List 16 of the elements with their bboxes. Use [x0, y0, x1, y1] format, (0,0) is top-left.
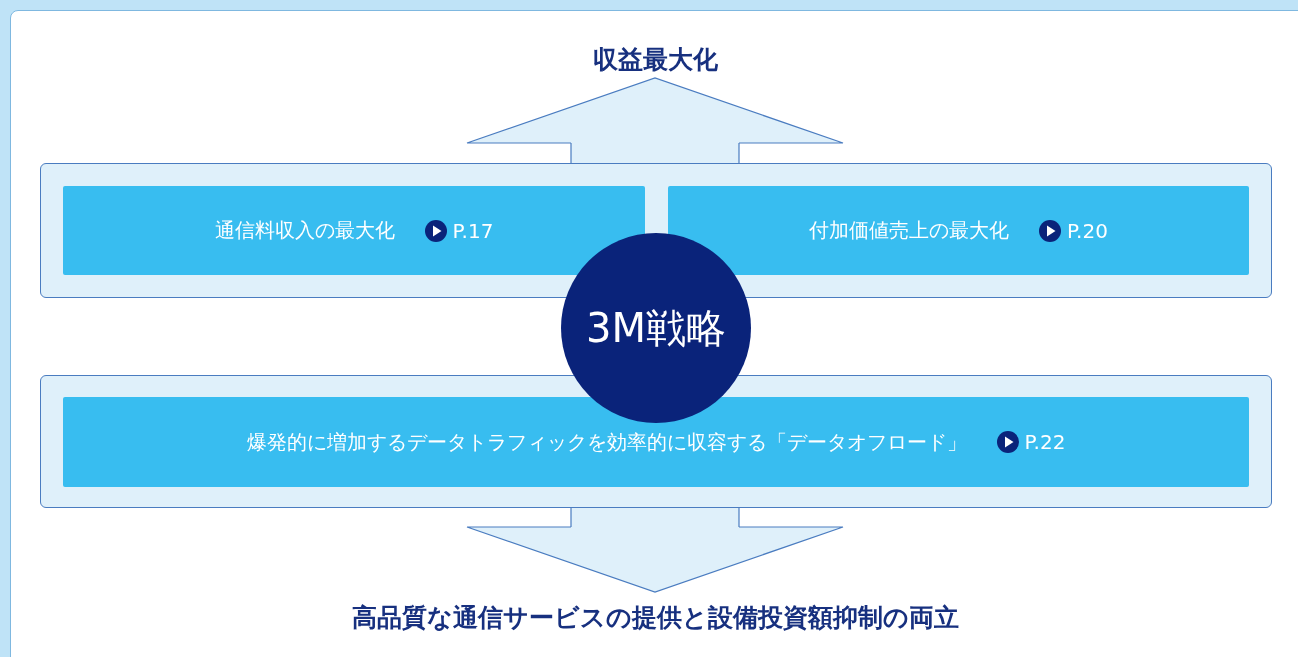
- page-reference: P.17: [452, 218, 494, 243]
- strategy-box: [63, 397, 1249, 487]
- goal-text: 高品質な通信サービスの提供と設備投資額抑制の両立: [280, 592, 1030, 642]
- page-reference: P.22: [1024, 430, 1066, 454]
- box-label: 通信料収入の最大化: [214, 217, 395, 244]
- block-arrow: [466, 507, 844, 593]
- box-label: 爆発的に増加するデータトラフィックを効率的に収容する「データオフロード」: [246, 428, 967, 456]
- strategy-box: [668, 186, 1249, 275]
- page-reference: P.20: [1067, 218, 1108, 243]
- box-label: 付加価値売上の最大化: [809, 217, 1010, 244]
- block-arrow: [466, 77, 844, 164]
- strategy-box: [63, 186, 645, 275]
- group-panel: [40, 163, 1272, 298]
- circle-label: 3M戦略: [586, 303, 726, 353]
- goal-text: 収益最大化: [555, 40, 755, 78]
- group-panel: [40, 375, 1272, 508]
